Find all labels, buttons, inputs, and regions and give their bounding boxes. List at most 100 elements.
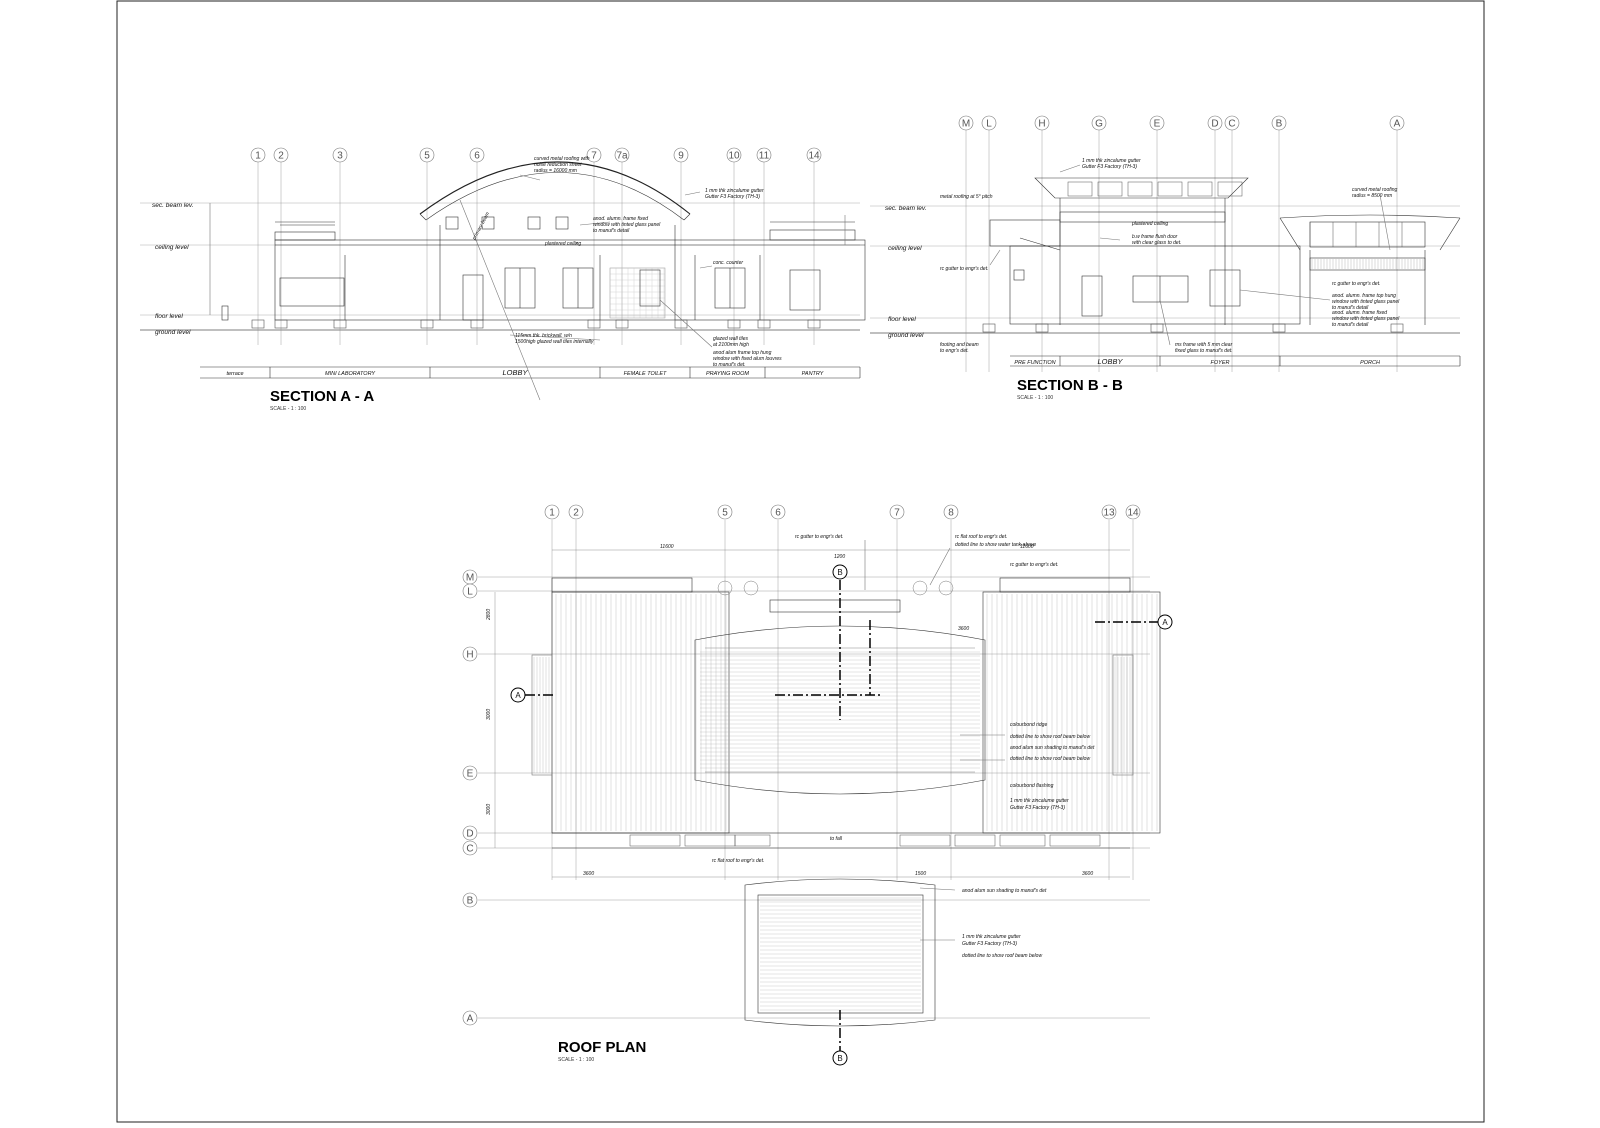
bb-level-ground: ground level (888, 332, 924, 339)
aa-grid-bubble-7: 7 (586, 147, 602, 163)
rp-note-gutter-1: 1 mm thk zincalume gutter (1010, 798, 1069, 804)
section-bb-title: SECTION B - B (1017, 377, 1123, 394)
svg-text:M: M (466, 573, 474, 584)
aa-grid-bubble-2: 2 (273, 147, 289, 163)
bb-note-footing-2: to engr's det. (940, 348, 969, 354)
svg-text:L: L (986, 119, 992, 130)
aa-note-roof-1: curved metal roofing with (534, 156, 590, 162)
rp-dim-left3: 3000 (486, 804, 492, 815)
bb-level-floor: floor level (888, 316, 916, 323)
rp-grid-top-7: 7 (889, 504, 905, 520)
svg-text:E: E (467, 769, 474, 780)
aa-grid-bubble-3: 3 (332, 147, 348, 163)
rp-dim-bottom2: 3600 (1082, 871, 1093, 877)
svg-text:H: H (466, 650, 473, 661)
water-tank-icon (938, 580, 954, 596)
rp-dim-mid2: 3600 (958, 626, 969, 632)
bb-note-tophung-3: to manuf's detail (1332, 305, 1369, 311)
svg-text:3: 3 (337, 151, 343, 162)
bb-grid-bubble-D: D (1207, 115, 1223, 131)
bb-note-ceiling: plastered ceiling (1131, 221, 1168, 227)
rp-note-rcflat2: rc flat roof to engr's det. (712, 858, 764, 864)
bb-grid-bubble-M: M (958, 115, 974, 131)
svg-text:1: 1 (255, 151, 261, 162)
aa-level-sec-beam: sec. beam lev. (152, 202, 194, 209)
svg-text:C: C (1228, 119, 1235, 130)
rp-note-ridge: colourbond ridge (1010, 722, 1047, 728)
bb-grid-bubble-G: G (1091, 115, 1107, 131)
aa-note-counter: conc. counter (713, 260, 743, 266)
section-bb-scale: SCALE - 1 : 100 (1017, 395, 1053, 401)
aa-note-window-1: anod. alumn. frame fixed (593, 216, 648, 222)
rp-grid-top-13: 13 (1101, 504, 1117, 520)
aa-grid-bubble-14: 14 (806, 147, 822, 163)
water-tank-icon (717, 580, 733, 596)
bb-level-ceiling: ceiling level (888, 245, 922, 252)
rp-grid-top-14: 14 (1125, 504, 1141, 520)
aa-note-tophung-3: to manuf's det. (713, 362, 746, 368)
bb-note-rcgutter2: rc gutter to engr's det. (1332, 281, 1380, 287)
bb-note-door-2: with clear glass to det. (1132, 240, 1181, 246)
svg-text:14: 14 (1127, 508, 1139, 519)
aa-grid-bubble-11: 11 (756, 147, 772, 163)
svg-text:B: B (1276, 119, 1283, 130)
rp-grid-left-C: C (462, 840, 478, 856)
rp-grid-left-H: H (462, 646, 478, 662)
bb-level-sec-beam: sec. beam lev. (885, 205, 927, 212)
rp-note-rcflat: rc flat roof to engr's det. (955, 534, 1007, 540)
svg-text:5: 5 (424, 151, 430, 162)
aa-level-floor: floor level (155, 313, 183, 320)
bb-grid-bubble-E: E (1149, 115, 1165, 131)
svg-text:G: G (1095, 119, 1103, 130)
rp-note-sunshade: anod alum sun shading to manuf's det (1010, 745, 1095, 751)
rp-grid-top-6: 6 (770, 504, 786, 520)
aa-grid-bubble-10: 10 (726, 147, 742, 163)
rp-note-rcgutter: rc gutter to engr's det. (795, 534, 843, 540)
bb-note-metal: metal roofing at 5° pitch (940, 194, 993, 200)
section-mark-B-2: B (832, 564, 848, 580)
aa-note-gutter-1: 1 mm thk zincalume gutter (705, 188, 764, 194)
bb-room-0: PRE FUNCTION (1014, 360, 1055, 366)
rp-dim-mid3: 1500 (915, 871, 926, 877)
rp-grid-left-D: D (462, 825, 478, 841)
water-tank-icon (912, 580, 928, 596)
svg-text:7: 7 (894, 508, 900, 519)
svg-text:11: 11 (759, 151, 770, 162)
roof-plan-title: ROOF PLAN (558, 1039, 646, 1056)
rp-dim-top: 11600 (660, 544, 674, 550)
bb-room-2: FOYER (1211, 360, 1230, 366)
rp-note-beam2: dotted line to show roof beam below (1010, 756, 1090, 762)
aa-room-0: terrace (226, 371, 243, 377)
aa-note-tiles-2: at 2100mm high (713, 342, 749, 348)
bb-note-fixed-2: window with tinted glass panel (1332, 316, 1400, 322)
bb-room-3: PORCH (1360, 360, 1380, 366)
rp-note-beam3: dotted line to show roof beam below (962, 953, 1042, 959)
bb-note-fixed-1: anod. alumn. frame fixed (1332, 310, 1387, 316)
sheet-border (116, 0, 1485, 1123)
bb-note-gutter-1: 1 mm thk zincalume gutter (1082, 158, 1141, 164)
section-bb (870, 130, 1461, 372)
svg-text:13: 13 (1103, 508, 1115, 519)
aa-note-tophung-1: anod alum frame top hung (713, 350, 772, 356)
aa-note-brick-2: 1500high glazed wall tiles internally (515, 339, 594, 345)
bb-grid-bubble-B: B (1271, 115, 1287, 131)
bb-grid-bubble-L: L (981, 115, 997, 131)
bb-note-tophung-2: window with tinted glass panel (1332, 299, 1400, 305)
aa-grid-bubble-6: 6 (469, 147, 485, 163)
svg-text:7: 7 (591, 151, 597, 162)
aa-note-roof-3: radius = 16000 mm (534, 168, 577, 174)
svg-text:L: L (467, 587, 473, 598)
bb-note-footing-1: footing and beam (940, 342, 979, 348)
rp-note-gutter2-2: Gutter F3 Factory (TH-3) (962, 941, 1017, 947)
rp-note-gutter-2: Gutter F3 Factory (TH-3) (1010, 805, 1065, 811)
svg-text:C: C (466, 844, 473, 855)
aa-room-4: PRAYING ROOM (706, 371, 749, 377)
aa-note-tiles-1: glazed wall tiles (713, 336, 749, 342)
svg-text:D: D (466, 829, 473, 840)
rp-grid-left-L: L (462, 583, 478, 599)
rp-note-gutter2-1: 1 mm thk zincalume gutter (962, 934, 1021, 940)
aa-note-gutter-2: Gutter F3 Factory (TH-3) (705, 194, 760, 200)
